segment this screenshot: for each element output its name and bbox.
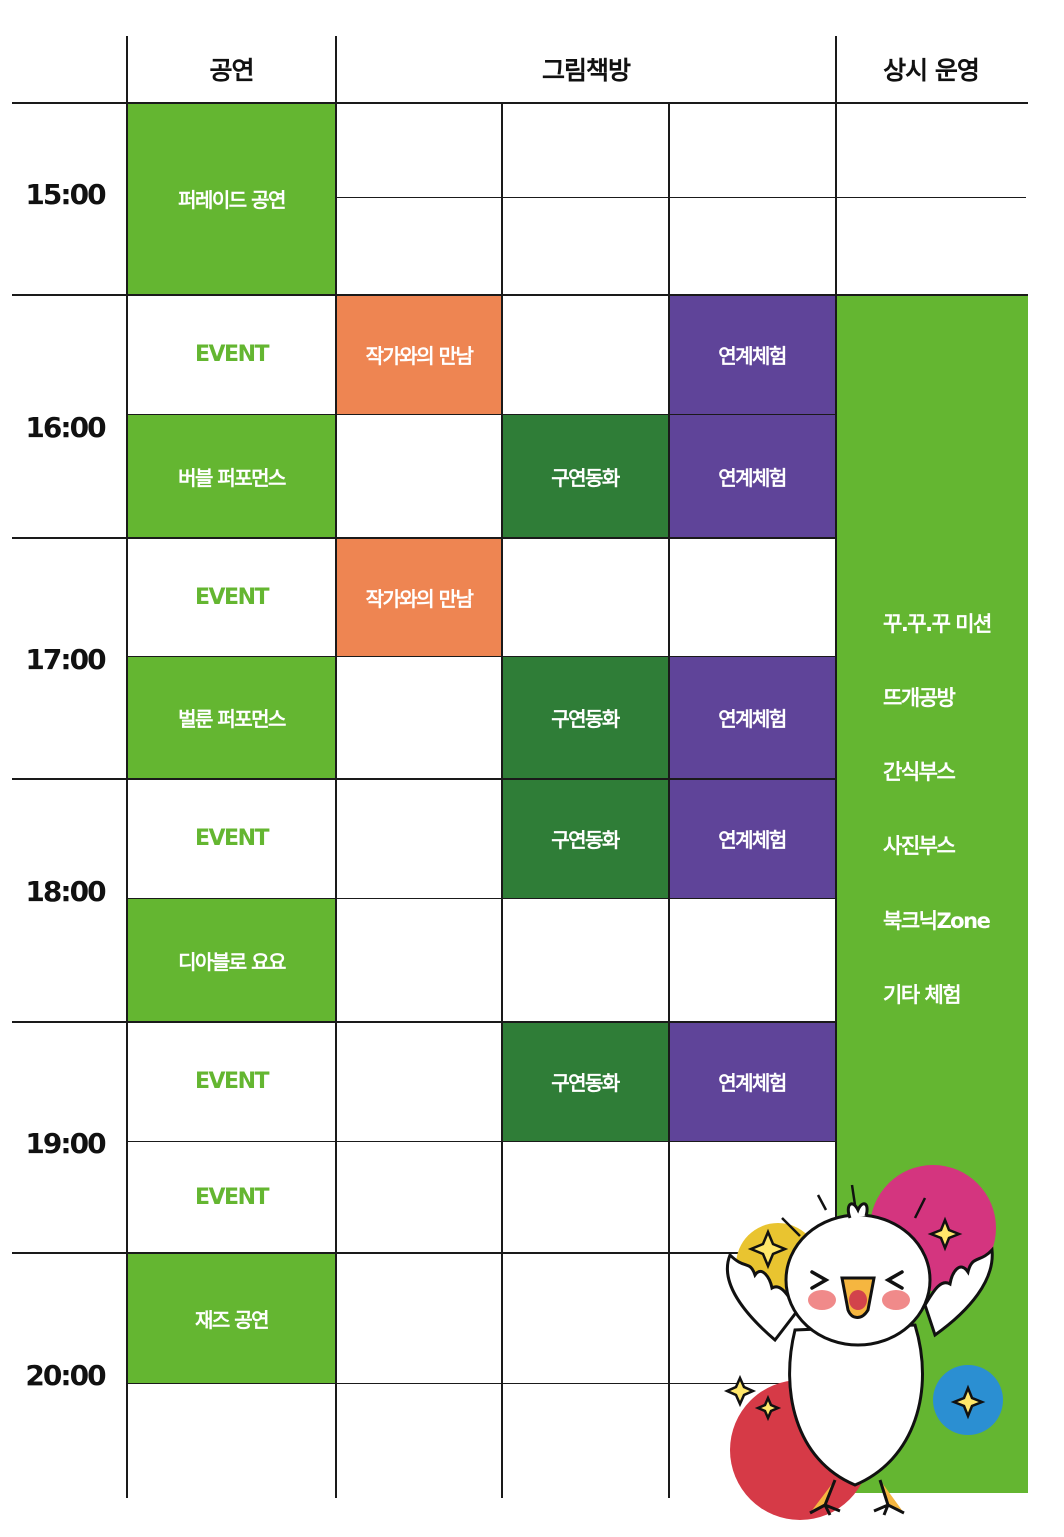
grid-line (12, 294, 1028, 296)
cell-author-1700: 작가와의 만남 (337, 538, 501, 656)
grid-line (127, 656, 835, 657)
cell-story-1900: 구연동화 (502, 1022, 668, 1141)
time-label: 15:00 (25, 177, 106, 211)
cell-linked-1630: 연계체험 (669, 415, 835, 537)
grid-line (127, 1383, 835, 1384)
grid-line (127, 898, 835, 899)
cell-jazz: 재즈 공연 (127, 1253, 336, 1383)
always-item: 사진부스 (883, 834, 956, 858)
cell-event-1800: EVENT (194, 826, 270, 851)
grid-line (501, 103, 503, 1498)
always-item: 간식부스 (883, 760, 956, 784)
time-label: 20:00 (25, 1358, 106, 1392)
time-label: 19:00 (25, 1126, 106, 1160)
grid-line (127, 1141, 835, 1142)
bird-mascot-icon (723, 1165, 1003, 1520)
time-label: 16:00 (25, 410, 106, 444)
header-picture-book: 그림책방 (541, 56, 631, 85)
grid-line (12, 102, 1028, 104)
grid-line (12, 537, 835, 539)
cell-author-1600: 작가와의 만남 (337, 295, 501, 414)
cell-story-1630: 구연동화 (502, 415, 668, 537)
grid-line (336, 197, 1026, 198)
cell-event-1930: EVENT (194, 1184, 270, 1210)
cell-event-1900: EVENT (194, 1069, 270, 1094)
header-always-on: 상시 운영 (883, 56, 980, 85)
cell-story-1730: 구연동화 (502, 657, 668, 778)
cell-linked-1900: 연계체험 (669, 1022, 835, 1141)
cell-balloon: 벌룬 퍼포먼스 (127, 657, 336, 778)
time-label: 18:00 (25, 874, 106, 908)
always-item: 기타 체험 (883, 983, 962, 1007)
cell-event-1700: EVENT (194, 584, 270, 610)
header-performance: 공연 (209, 56, 254, 85)
cell-linked-1730: 연계체험 (669, 657, 835, 778)
cell-diabolo: 디아블로 요요 (127, 899, 336, 1021)
cell-story-1800: 구연동화 (502, 779, 668, 898)
grid-line (668, 103, 670, 1498)
grid-line (835, 36, 837, 1498)
cell-bubble: 버블 퍼포먼스 (127, 415, 336, 537)
always-item: 꾸.꾸.꾸 미션 (883, 612, 992, 636)
grid-line (335, 36, 337, 1498)
cell-linked-1800: 연계체험 (669, 779, 835, 898)
grid-line (12, 778, 835, 780)
cell-linked-1600: 연계체험 (669, 295, 835, 414)
grid-line (12, 1021, 835, 1023)
always-item: 북크닉Zone (883, 909, 991, 933)
cell-event-1600: EVENT (194, 342, 270, 367)
grid-line (126, 36, 128, 1498)
always-item: 뜨개공방 (883, 686, 956, 710)
cell-parade: 퍼레이드 공연 (127, 103, 336, 294)
grid-line (127, 414, 835, 415)
time-label: 17:00 (25, 642, 106, 676)
grid-line (12, 1252, 835, 1254)
